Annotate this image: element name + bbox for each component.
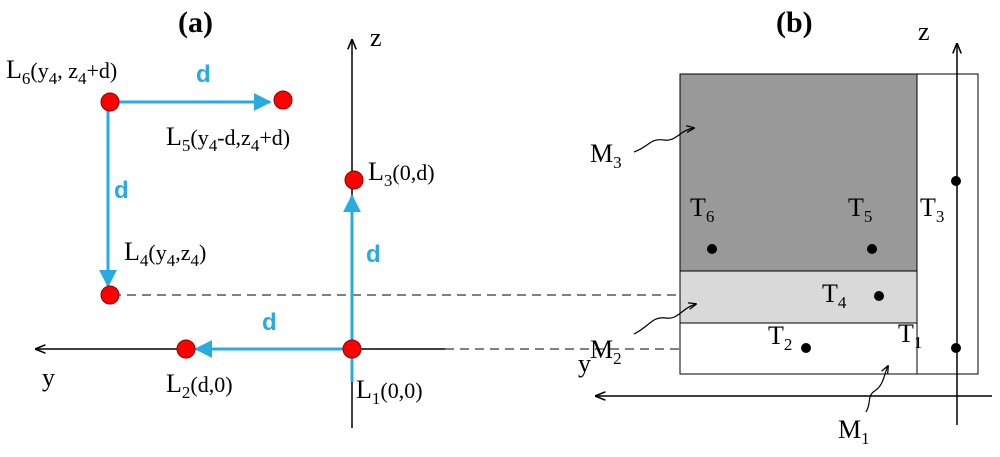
label-l4: L4(y4,z4): [124, 237, 206, 270]
target-t6: [707, 244, 717, 254]
label-t3: T3: [920, 193, 944, 226]
point-l2: [176, 339, 196, 359]
pointer-m2: [633, 304, 696, 335]
target-t3: [951, 176, 961, 186]
d-label-bottom: d: [262, 309, 277, 336]
label-m1: M1: [838, 415, 870, 448]
pointer-m3: [633, 128, 694, 153]
d-label-top: d: [196, 61, 211, 88]
label-t2: T2: [768, 321, 792, 354]
region-m3: [679, 73, 918, 272]
d-label-vertical: d: [366, 241, 381, 268]
pointer-m1: [865, 366, 888, 413]
region-m1: [679, 322, 918, 375]
label-t6: T6: [690, 193, 714, 226]
panel-b-heading: (b): [776, 6, 813, 39]
target-t1: [951, 343, 961, 353]
y-axis-b-label: y: [578, 349, 591, 378]
point-l1: [342, 339, 362, 359]
label-m3: M3: [590, 139, 622, 172]
label-t1: T1: [898, 319, 922, 352]
panel-a: (a) z y d d d d L1(0,0) L2(d,0) L3(0,d) …: [6, 6, 958, 428]
label-t4: T4: [822, 279, 847, 312]
z-axis-a-label: z: [370, 23, 382, 52]
panel-b: (b) z y T1 T2 T3 T4 T5 T6 M3 M2 M1: [578, 6, 992, 448]
y-axis-a-label: y: [42, 363, 55, 392]
point-l5: [273, 90, 293, 110]
label-l6: L6(y4, z4+d): [6, 55, 117, 88]
label-t5: T5: [848, 193, 872, 226]
target-t4: [874, 291, 884, 301]
label-l5: L5(y4-d,z4+d): [166, 122, 290, 155]
d-label-left: d: [114, 177, 129, 204]
label-m2: M2: [590, 335, 622, 368]
label-l2: L2(d,0): [166, 369, 233, 402]
label-l3: L3(0,d): [368, 157, 435, 190]
label-l1: L1(0,0): [356, 375, 423, 408]
target-t2: [801, 343, 811, 353]
target-t5: [867, 244, 877, 254]
panel-a-heading: (a): [178, 6, 213, 39]
z-axis-b-label: z: [918, 17, 930, 46]
point-l3: [344, 170, 364, 190]
point-l6: [100, 92, 120, 112]
point-l4: [100, 285, 120, 305]
